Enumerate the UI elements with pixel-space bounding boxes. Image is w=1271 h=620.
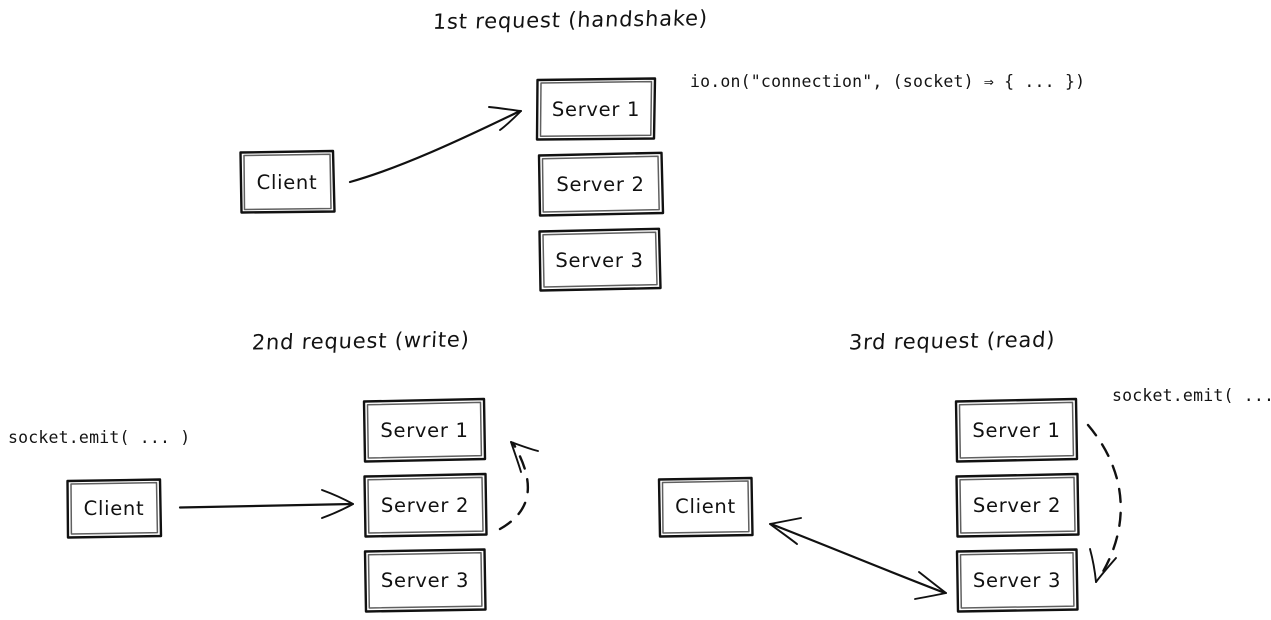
handshake-server1-box[interactable]: [535, 77, 657, 141]
read-client-box[interactable]: [657, 476, 754, 538]
write-client-box[interactable]: [66, 478, 163, 539]
section-title-read: 3rd request (read): [848, 327, 1056, 355]
read-client-server3-double-arrow: [769, 517, 947, 600]
handshake-server3-node[interactable]: [539, 230, 660, 290]
handshake-client-to-server1-arrow: [348, 106, 522, 184]
read-client-node[interactable]: [659, 478, 752, 535]
section-title-handshake: 1st request (handshake): [432, 6, 709, 34]
write-server2-to-server1-dashed-arrow: [498, 441, 539, 531]
read-server1-box[interactable]: [954, 397, 1079, 463]
read-server2-node[interactable]: [956, 475, 1078, 535]
handshake-server2-node[interactable]: [539, 154, 662, 214]
read-server3-box[interactable]: [955, 548, 1079, 613]
read-server1-to-server3-dashed-arrow: [1086, 423, 1122, 583]
handshake-server2-box[interactable]: [537, 151, 665, 217]
read-server3-node[interactable]: [957, 550, 1077, 610]
write-server2-node[interactable]: [364, 475, 486, 535]
write-server2-box[interactable]: [363, 472, 488, 538]
handshake-code-label: io.on("connection", (socket) ⇒ { ... }): [690, 72, 1086, 91]
handshake-server3-box[interactable]: [538, 227, 662, 292]
write-server3-box[interactable]: [363, 548, 487, 613]
write-client-to-server2-arrow: [178, 489, 354, 519]
write-code-label: socket.emit( ... ): [8, 428, 191, 447]
write-server1-node[interactable]: [364, 400, 485, 460]
handshake-client-box[interactable]: [239, 149, 336, 214]
write-server1-box[interactable]: [362, 397, 487, 463]
read-server1-node[interactable]: [956, 400, 1077, 460]
read-server2-box[interactable]: [955, 472, 1080, 538]
write-server3-node[interactable]: [365, 550, 485, 610]
section-title-write: 2nd request (write): [251, 327, 471, 355]
handshake-server1-node[interactable]: [537, 79, 655, 139]
read-code-label: socket.emit( ... ): [1112, 386, 1271, 405]
write-client-node[interactable]: [67, 480, 161, 537]
handshake-client-node[interactable]: [240, 152, 334, 212]
